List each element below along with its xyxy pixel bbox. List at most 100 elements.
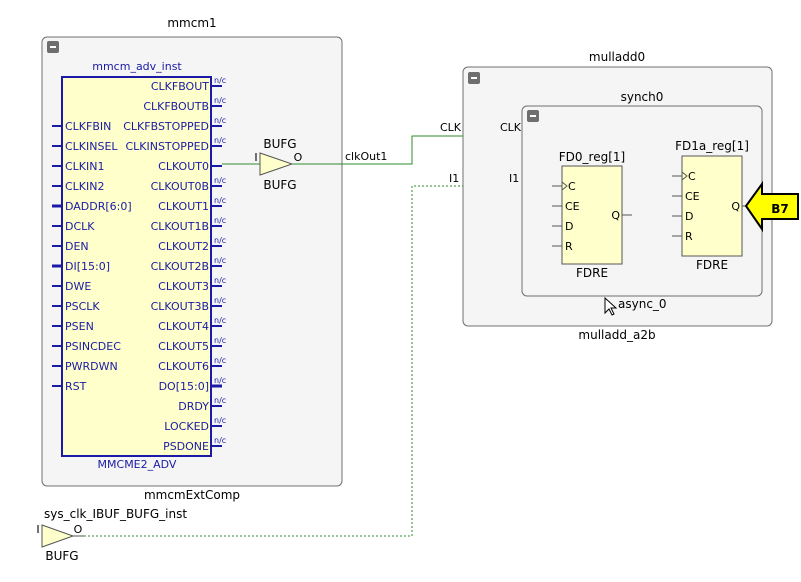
mmcm-pin-label: CLKOUT2 — [158, 240, 209, 253]
sys-bufg-symbol[interactable] — [41, 524, 75, 548]
mmcm-pin-label: CLKINSEL — [65, 140, 118, 153]
mulladd0-port-i1: I1 — [449, 172, 459, 185]
sys-bufg-input-pin: I — [36, 523, 39, 536]
no-connect-label: n/c — [214, 236, 226, 245]
pin-label: R — [565, 240, 573, 253]
mmcm-pin-clkout0[interactable]: CLKOUT0 — [158, 160, 222, 173]
mmcm-pin-clkout0b[interactable]: CLKOUT0B n/c — [151, 176, 227, 193]
mmcm-pin-label: CLKIN1 — [65, 160, 105, 173]
mmcm-pin-dwe[interactable]: DWE — [52, 280, 91, 293]
sys-bufg-name: sys_clk_IBUF_BUFG_inst — [44, 507, 187, 521]
fd0-pin-q[interactable]: Q — [611, 209, 632, 222]
mmcm-primitive[interactable] — [61, 76, 212, 457]
mmcm-pin-rst[interactable]: RST — [52, 380, 87, 393]
sys-bufg-output-pin: O — [74, 523, 83, 536]
mmcm-pin-label: CLKFBIN — [65, 120, 111, 133]
fd1a-pin-ce[interactable]: CE — [672, 190, 700, 203]
mmcm-pin-label: CLKOUT0 — [158, 160, 209, 173]
fd0-name: FD0_reg[1] — [559, 150, 625, 164]
bufg-top-label: BUFG — [263, 137, 296, 151]
mmcm-pin-do-15-0[interactable]: DO[15:0]n/c — [159, 376, 227, 393]
fd0-pin-r[interactable]: R — [552, 240, 573, 253]
fd0-type: FDRE — [576, 266, 608, 280]
mmcm-pin-label: CLKIN2 — [65, 180, 105, 193]
mmcm-instance-name: mmcm_adv_inst — [92, 60, 182, 73]
synch0-collapse-icon[interactable] — [527, 110, 539, 122]
mmcm1-collapse-icon[interactable] — [47, 41, 59, 53]
mouse-cursor-icon — [604, 296, 618, 316]
mmcm-pin-psen[interactable]: PSEN — [52, 320, 94, 333]
synch0-port-i1: I1 — [509, 172, 519, 185]
mmcm-pin-clkout2[interactable]: CLKOUT2 n/c — [158, 236, 226, 253]
mmcm-pin-di-15-0[interactable]: DI[15:0] — [52, 260, 110, 273]
fd1a-pin-c[interactable]: C — [672, 170, 696, 183]
mmcm-pin-label: PSEN — [65, 320, 94, 333]
b7-marker-label: B7 — [771, 202, 789, 216]
mmcm-pin-clkfbin[interactable]: CLKFBIN — [52, 120, 111, 133]
mmcm-pin-den[interactable]: DEN — [52, 240, 89, 253]
mulladd0-collapse-icon[interactable] — [468, 72, 480, 84]
mmcm-pin-label: CLKINSTOPPED — [125, 140, 209, 153]
mmcm-pin-dclk[interactable]: DCLK — [52, 220, 95, 233]
no-connect-label: n/c — [214, 176, 226, 185]
pin-label: Q — [611, 209, 620, 222]
no-connect-label: n/c — [214, 336, 226, 345]
b7-marker[interactable]: B7 — [744, 180, 799, 233]
mmcm-pin-label: RST — [65, 380, 87, 393]
fd1a-primitive[interactable] — [681, 155, 743, 257]
mmcm-pin-label: DCLK — [65, 220, 95, 233]
mmcm-pin-label: CLKOUT0B — [151, 180, 209, 193]
mmcm-pin-clkfbout[interactable]: CLKFBOUT n/c — [151, 76, 226, 93]
no-connect-label: n/c — [214, 76, 226, 85]
mmcm-pin-label: CLKFBOUT — [151, 80, 209, 93]
no-connect-label: n/c — [214, 216, 226, 225]
no-connect-label: n/c — [214, 96, 226, 105]
mmcm-pin-label: PWRDWN — [65, 360, 118, 373]
pin-label: D — [685, 210, 693, 223]
fd0-pin-d[interactable]: D — [552, 220, 573, 233]
mmcm-pin-label: CLKOUT1 — [158, 200, 209, 213]
no-connect-label: n/c — [214, 276, 226, 285]
fd1a-name: FD1a_reg[1] — [675, 139, 749, 153]
fd1a-pin-d[interactable]: D — [672, 210, 693, 223]
mmcm-pin-label: PSINCDEC — [65, 340, 121, 353]
mmcm-pin-daddr-6-0[interactable]: DADDR[6:0] — [52, 200, 132, 213]
mmcm-pin-clkout1b[interactable]: CLKOUT1B n/c — [151, 216, 227, 233]
pin-label: CE — [685, 190, 700, 203]
pin-label: R — [685, 230, 693, 243]
mmcm-pin-clkin1[interactable]: CLKIN1 — [52, 160, 105, 173]
mmcm-pin-clkin2[interactable]: CLKIN2 — [52, 180, 105, 193]
mmcm-pin-label: DRDY — [178, 400, 209, 413]
no-connect-label: n/c — [214, 436, 226, 445]
mmcm-pin-psincdec[interactable]: PSINCDEC — [52, 340, 121, 353]
mmcm-pin-clkinsel[interactable]: CLKINSEL — [52, 140, 118, 153]
fd0-pin-c[interactable]: C — [552, 180, 576, 193]
fd1a-pin-r[interactable]: R — [672, 230, 693, 243]
fd0-pin-ce[interactable]: CE — [552, 200, 580, 213]
pin-label: CE — [565, 200, 580, 213]
mmcm1-label: mmcm1 — [167, 16, 216, 30]
mmcm-pin-psclk[interactable]: PSCLK — [52, 300, 100, 313]
no-connect-label: n/c — [214, 116, 226, 125]
mmcm-pin-label: CLKOUT1B — [151, 220, 209, 233]
mmcm-pin-pwrdwn[interactable]: PWRDWN — [52, 360, 118, 373]
synch0-port-clk: CLK — [500, 121, 522, 134]
mulladd0-label: mulladd0 — [589, 50, 645, 64]
no-connect-label: n/c — [214, 416, 226, 425]
fd0-primitive[interactable] — [561, 165, 623, 265]
mmcm-pin-label: PSCLK — [65, 300, 100, 313]
